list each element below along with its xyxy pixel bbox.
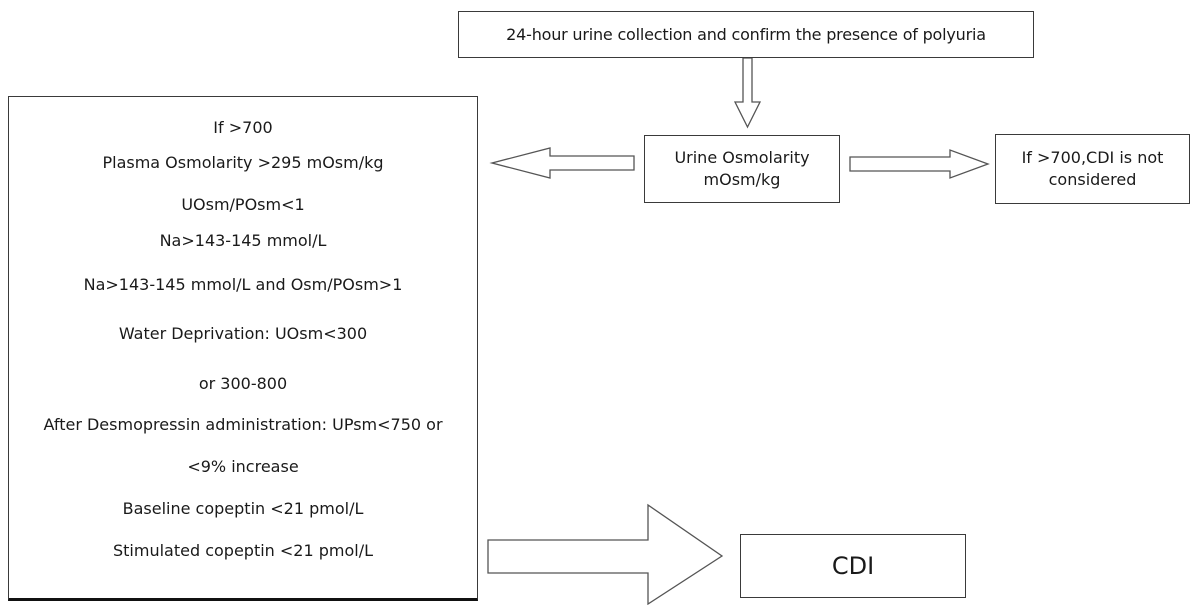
urine-collection-box: 24-hour urine collection and confirm the… [458, 11, 1034, 58]
criteria-line: Baseline copeptin <21 pmol/L [122, 499, 364, 518]
criteria-line: or 300-800 [198, 374, 288, 393]
criteria-box: If >700 Plasma Osmolarity >295 mOsm/kg U… [8, 96, 478, 601]
cdi-result-box: CDI [740, 534, 966, 598]
criteria-line: Plasma Osmolarity >295 mOsm/kg [102, 153, 384, 172]
arrow-right-to-cdi-not-considered [849, 149, 990, 179]
arrow-right-to-cdi [487, 503, 724, 605]
urine-osmolarity-unit: mOsm/kg [703, 170, 781, 189]
cdi-not-considered-box: If >700,CDI is not considered [995, 134, 1190, 204]
criteria-line: Na>143-145 mmol/L [159, 231, 327, 250]
arrow-left-to-criteria [489, 147, 635, 179]
cdi-result-text: CDI [831, 552, 875, 580]
criteria-line: Na>143-145 mmol/L and Osm/POsm>1 [83, 275, 403, 294]
criteria-line: <9% increase [187, 457, 299, 476]
arrow-down-to-urine-osmolarity [733, 57, 762, 129]
cdi-not-considered-line2: considered [1048, 170, 1137, 189]
criteria-line: Water Deprivation: UOsm<300 [118, 324, 368, 343]
urine-osmolarity-label: Urine Osmolarity [674, 148, 810, 167]
criteria-line: If >700 [213, 118, 273, 137]
urine-collection-text: 24-hour urine collection and confirm the… [506, 25, 986, 44]
criteria-line: Stimulated copeptin <21 pmol/L [112, 541, 374, 560]
cdi-not-considered-line1: If >700,CDI is not [1021, 148, 1164, 167]
criteria-line: After Desmopressin administration: UPsm<… [43, 415, 443, 434]
urine-osmolarity-box: Urine Osmolarity mOsm/kg [644, 135, 840, 203]
criteria-line: UOsm/POsm<1 [181, 195, 305, 214]
